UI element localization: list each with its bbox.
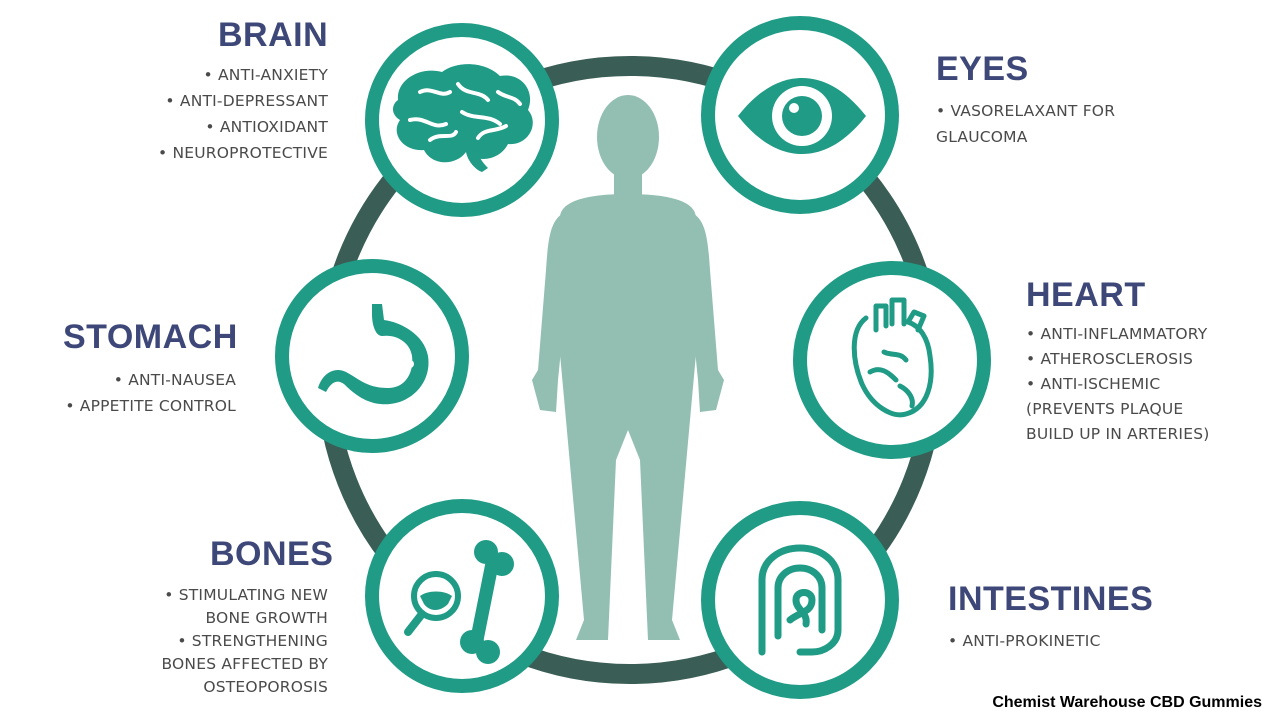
brain-item: • ANTI-DEPRESSANT: [165, 92, 328, 110]
bones-item: • STIMULATING NEW: [164, 586, 328, 604]
eye-icon-group: [701, 16, 899, 214]
intestines-list: • ANTI-PROKINETIC: [948, 628, 1101, 654]
intestines-item: • ANTI-PROKINETIC: [948, 632, 1101, 650]
bones-item: BONES AFFECTED BY: [161, 655, 328, 673]
heart-icon-group: [793, 261, 991, 459]
brain-item: • ANTIOXIDANT: [205, 118, 328, 136]
stomach-title: STOMACH: [63, 318, 238, 356]
brain-icon-group: [365, 23, 559, 217]
stomach-list: • ANTI-NAUSEA • APPETITE CONTROL: [65, 367, 236, 419]
eye-icon: [738, 78, 866, 154]
bones-item: BONE GROWTH: [205, 609, 328, 627]
stomach-item: • ANTI-NAUSEA: [113, 371, 236, 389]
watermark-text: Chemist Warehouse CBD Gummies: [992, 694, 1262, 711]
brain-item: • NEUROPROTECTIVE: [157, 144, 328, 162]
intestines-title: INTESTINES: [948, 580, 1154, 618]
eyes-item: GLAUCOMA: [936, 128, 1028, 146]
eyes-item: • VASORELAXANT FOR: [936, 102, 1116, 120]
brain-title: BRAIN: [218, 16, 329, 54]
eyes-title: EYES: [936, 50, 1029, 88]
heart-icon: [851, 297, 934, 418]
heart-item: (PREVENTS PLAQUE: [1026, 400, 1184, 418]
bones-list: • STIMULATING NEW BONE GROWTH • STRENGTH…: [161, 584, 328, 699]
stomach-item: • APPETITE CONTROL: [65, 397, 236, 415]
brain-item: • ANTI-ANXIETY: [203, 66, 328, 84]
eyes-list: • VASORELAXANT FOR GLAUCOMA: [936, 100, 1115, 152]
human-body-figure: [532, 95, 724, 640]
stomach-icon-group: [275, 259, 469, 453]
bones-item: OSTEOPOROSIS: [203, 678, 328, 696]
intestines-icon-group: [701, 501, 899, 699]
bones-title: BONES: [210, 535, 334, 573]
heart-item: • ANTI-ISCHEMIC: [1026, 375, 1161, 393]
intestines-icon: [758, 544, 842, 656]
heart-title: HEART: [1026, 276, 1146, 314]
brain-list: • ANTI-ANXIETY • ANTI-DEPRESSANT • ANTIO…: [158, 62, 328, 166]
bone-icon-group: [365, 499, 559, 693]
brain-icon: [393, 64, 533, 172]
heart-item: • ANTI-INFLAMMATORY: [1026, 325, 1208, 343]
bones-item: • STRENGTHENING: [177, 632, 328, 650]
heart-item: BUILD UP IN ARTERIES): [1026, 425, 1210, 443]
heart-item: • ATHEROSCLEROSIS: [1026, 350, 1194, 368]
bone-icon: [404, 540, 514, 664]
stomach-icon: [318, 304, 429, 405]
heart-list: • ANTI-INFLAMMATORY • ATHEROSCLEROSIS • …: [1026, 322, 1210, 447]
